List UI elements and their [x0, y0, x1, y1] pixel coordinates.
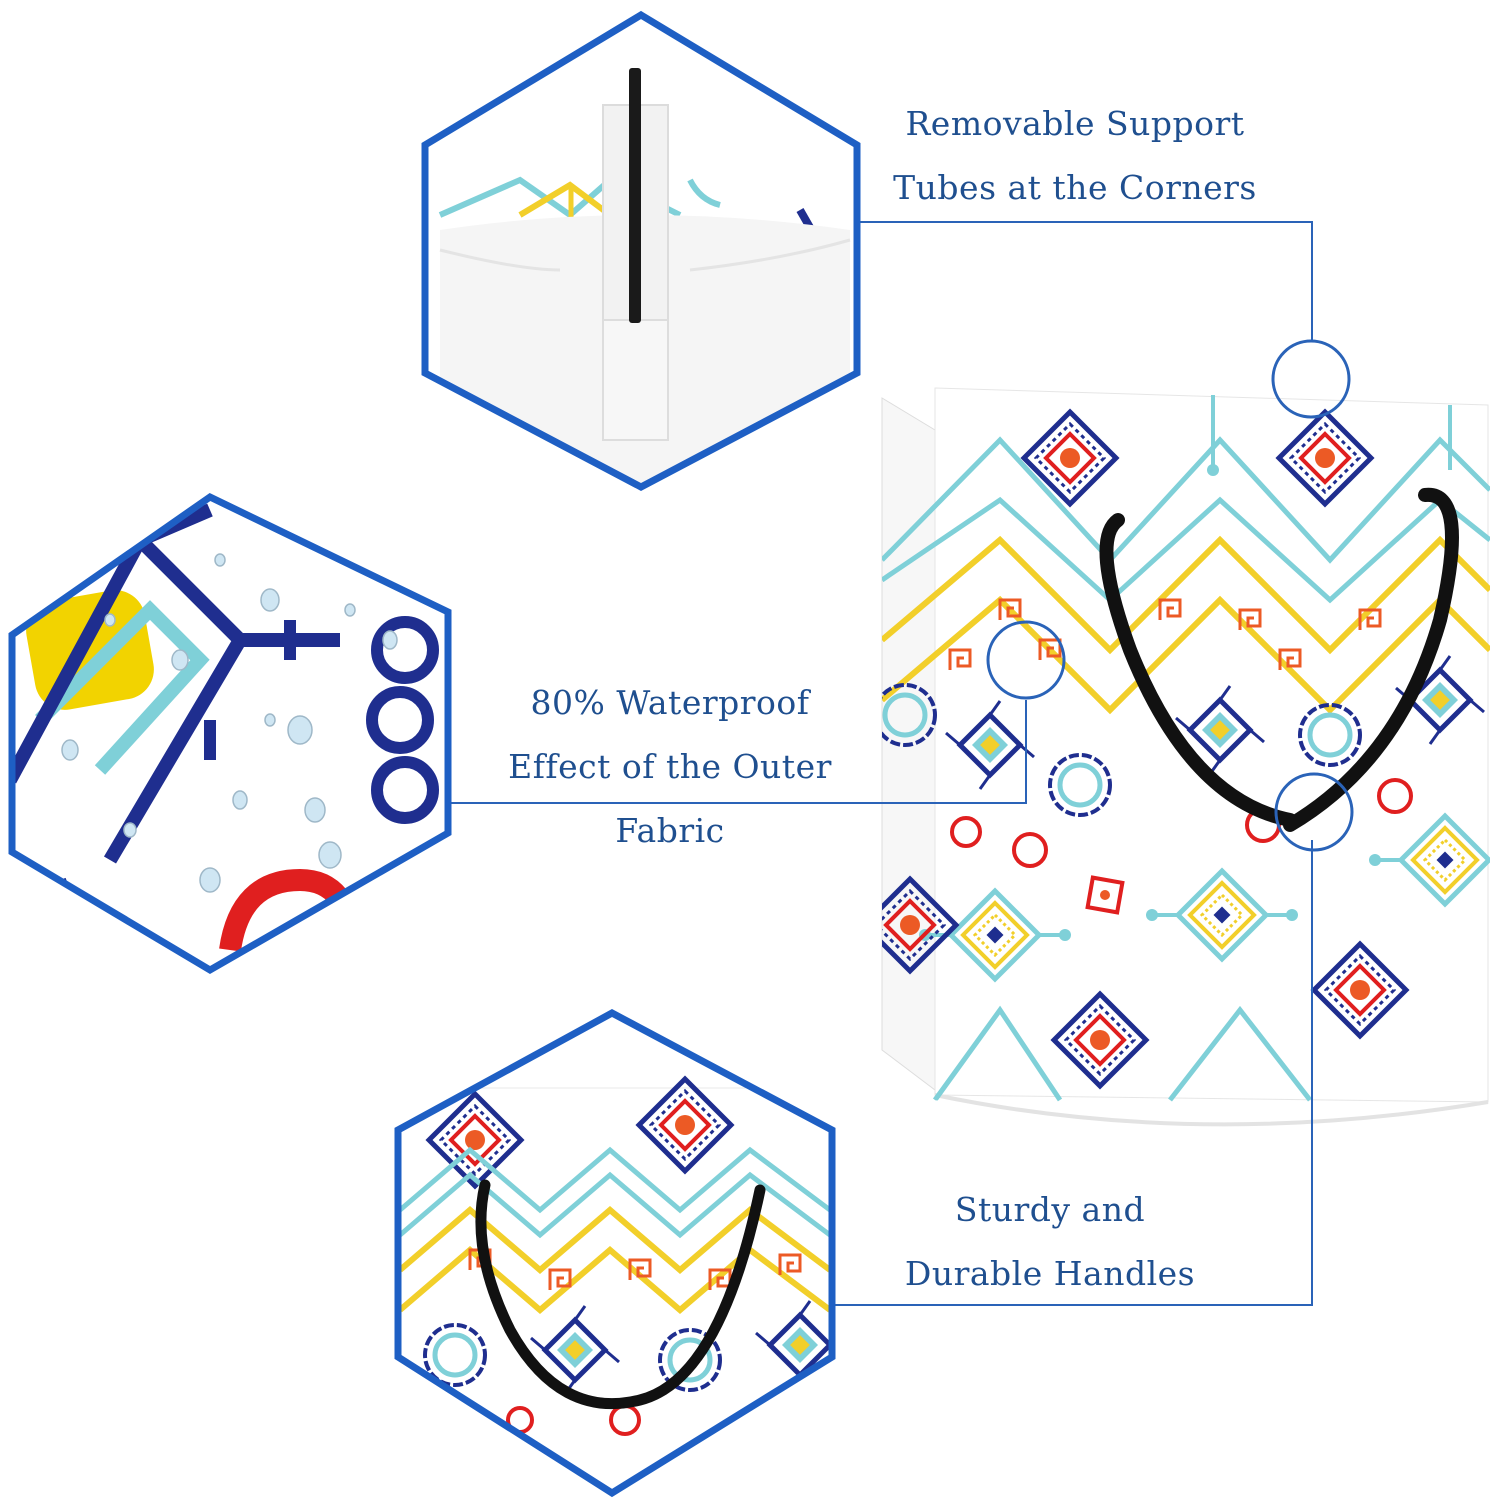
waterproof-line1: 80% Waterproof [530, 683, 810, 722]
callout-circles [986, 339, 1354, 852]
callout-lines [450, 221, 1313, 1306]
support-tubes-line2: Tubes at the Corners [893, 168, 1257, 207]
support-tube-callout-circle [1271, 339, 1351, 419]
waterproof-caption: 80% Waterproof Effect of the Outer Fabri… [455, 671, 885, 863]
support-tube-icon [421, 10, 861, 491]
basket-handle-back [1099, 513, 1297, 827]
handle-icon [394, 1009, 836, 1498]
basket-handle-front [1283, 487, 1459, 832]
hexagon-frame [421, 10, 861, 491]
waterproof-line2: Effect of the Outer Fabric [508, 747, 832, 850]
handle-callout-circle [1274, 772, 1354, 852]
support-tubes-line1: Removable Support [905, 104, 1245, 143]
water-drops-icon [8, 492, 452, 975]
handles-caption: Sturdy and Durable Handles [880, 1178, 1220, 1306]
hexagon-frame [8, 492, 452, 975]
support-tubes-caption: Removable Support Tubes at the Corners [870, 92, 1280, 220]
hexagon-frame [394, 1009, 836, 1498]
waterproof-callout-circle [986, 620, 1066, 700]
handles-line2: Durable Handles [904, 1254, 1196, 1293]
laundry-basket [881, 387, 1490, 1127]
handles-line1: Sturdy and [954, 1190, 1146, 1229]
